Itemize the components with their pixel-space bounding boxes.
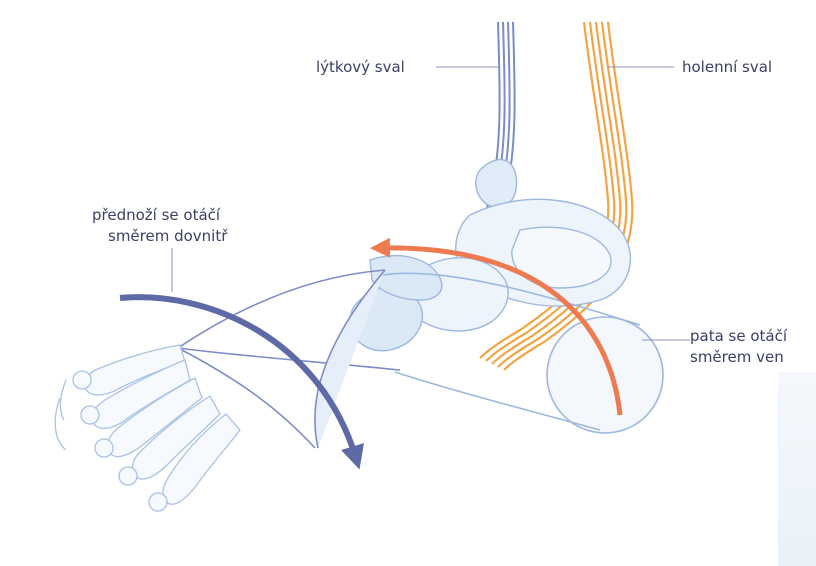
toe-bones bbox=[55, 345, 240, 511]
forefoot-label-line1: přednoží se otáčí bbox=[92, 205, 220, 225]
forefoot-label-line2: směrem dovnitř bbox=[108, 226, 227, 246]
shin-muscle-label: holenní sval bbox=[682, 57, 772, 77]
heel-label-line2: směrem ven bbox=[690, 347, 784, 367]
heel-label-line1: pata se otáčí bbox=[690, 326, 787, 346]
calf-muscle-label: lýtkový sval bbox=[316, 57, 405, 77]
